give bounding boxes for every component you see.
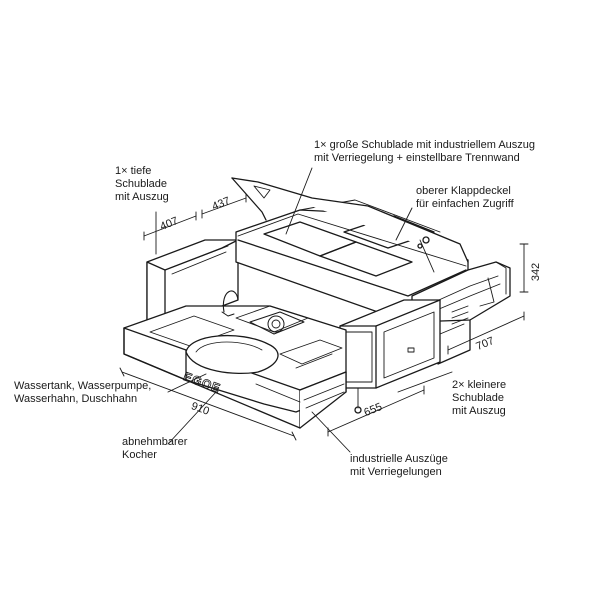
label-kleinere-schublade: 2× kleinere Schublade mit Auszug <box>452 379 506 418</box>
deep-drawer-block <box>146 239 239 331</box>
label-line: Schublade <box>115 178 167 190</box>
label-auszuege: industrielle Auszüge mit Verriegelungen <box>350 453 448 479</box>
label-wassertank: Wassertank, Wasserpumpe, Wasserhahn, Dus… <box>14 380 151 406</box>
label-line: oberer Klappdeckel <box>416 185 511 197</box>
label-line: industrielle Auszüge <box>350 453 448 465</box>
label-line: Kocher <box>122 449 157 461</box>
large-drawer-lid <box>231 177 469 325</box>
front-right-box <box>339 299 441 414</box>
dimension-342: 342 <box>530 262 543 282</box>
label-grosse-schublade: 1× große Schublade mit industriellem Aus… <box>314 139 535 165</box>
label-line: 2× kleinere <box>452 379 507 391</box>
label-klappdeckel: oberer Klappdeckel für einfachen Zugriff <box>416 185 514 211</box>
label-line: 1× tiefe <box>115 165 152 177</box>
label-line: Schublade <box>452 392 504 404</box>
label-line: mit Verriegelungen <box>350 466 442 478</box>
label-line: Wassertank, Wasserpumpe, <box>14 380 152 392</box>
label-line: für einfachen Zugriff <box>416 198 514 210</box>
callout-leaders <box>155 167 453 453</box>
label-line: mit Auszug <box>452 405 506 417</box>
label-line: 1× große Schublade mit industriellem Aus… <box>314 139 536 151</box>
dimension-lines <box>119 193 529 441</box>
label-tiefe-schublade: 1× tiefe Schublade mit Auszug <box>115 165 169 204</box>
label-line: abnehmbarer <box>122 436 188 448</box>
label-line: mit Verriegelung + einstellbare Trennwan… <box>314 152 520 164</box>
label-kocher: abnehmbarer Kocher <box>122 436 187 462</box>
label-line: mit Auszug <box>115 191 169 203</box>
label-line: Wasserhahn, Duschhahn <box>14 393 138 405</box>
kitchen-drawer <box>123 290 347 429</box>
